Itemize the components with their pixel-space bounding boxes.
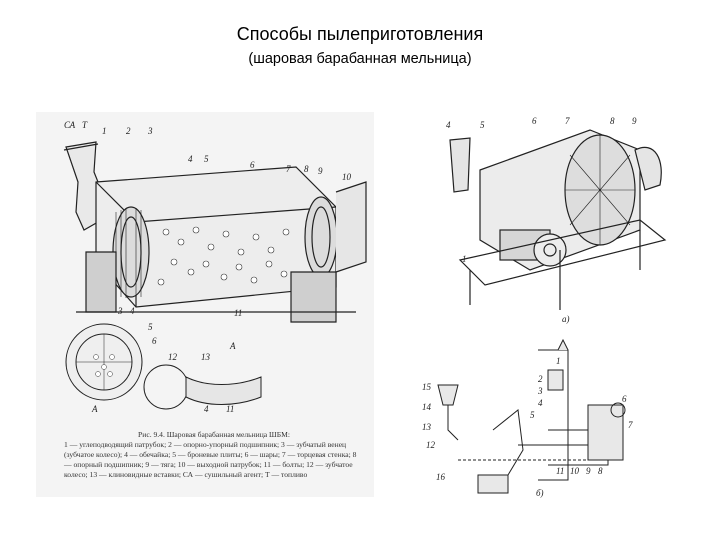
- fig-left-label: 7: [286, 164, 291, 174]
- fig-left-label: 10: [342, 172, 352, 182]
- fig-right-bottom-label: 6: [622, 394, 627, 404]
- ball-mill-cutaway-figure: СА Т 1 2 3 4 5 6 7 8 9 10 11: [36, 112, 374, 497]
- fig-left-label: 3: [117, 306, 123, 316]
- mill-assembly-drawing: 4 5 6 7 8 9 1 а): [446, 116, 667, 324]
- fig-right-bottom-label: 10: [570, 466, 580, 476]
- fig-right-bottom-label: 14: [422, 402, 432, 412]
- fig-right-bottom-sublabel: б): [536, 488, 544, 498]
- fig-left-label: 11: [234, 308, 242, 318]
- caption-legend: 1 — углеподводящий патрубок; 2 — опорно-…: [64, 440, 357, 479]
- fig-left-label: 11: [226, 404, 234, 414]
- fig-right-top-label: 5: [480, 120, 485, 130]
- fig-left-label: 8: [304, 164, 309, 174]
- fig-right-bottom-label: 15: [422, 382, 432, 392]
- fig-left-label: 5: [204, 154, 209, 164]
- fig-right-bottom-label: 8: [598, 466, 603, 476]
- fig-right-bottom-label: 1: [556, 356, 561, 366]
- fig-right-bottom-label: 4: [538, 398, 543, 408]
- fig-left-label: 4: [188, 154, 193, 164]
- fig-left-label: A: [91, 404, 98, 414]
- fig-left-label: Т: [82, 120, 88, 130]
- fig-right-top-sublabel: а): [562, 314, 570, 324]
- fig-left-label: 1: [102, 126, 107, 136]
- fig-left-label: 2: [126, 126, 131, 136]
- slide-title: Способы пылеприготовления: [236, 24, 484, 44]
- fig-right-top-label: 6: [532, 116, 537, 126]
- fig-left-label: 5: [148, 322, 153, 332]
- fig-left-label: СА: [64, 120, 76, 130]
- fig-right-bottom-label: 2: [538, 374, 543, 384]
- fig-right-bottom-label: 5: [530, 410, 535, 420]
- fig-left-label: 4: [204, 404, 209, 414]
- fig-right-top-label: 9: [632, 116, 637, 126]
- process-schematic-figure: 1 2 3 4 5 6 7 8 9 10 11 12 13 14 15 16 б…: [418, 330, 643, 505]
- fig-right-top-label: 1: [462, 254, 467, 264]
- fig-left-label: A: [229, 341, 236, 351]
- fig-right-bottom-label: 12: [426, 440, 436, 450]
- process-schematic-drawing: 1 2 3 4 5 6 7 8 9 10 11 12 13 14 15 16 б…: [422, 338, 633, 498]
- fig-left-label: 12: [168, 352, 178, 362]
- mill-assembly-figure: 4 5 6 7 8 9 1 а): [440, 110, 670, 330]
- fig-right-bottom-label: 13: [422, 422, 432, 432]
- fig-left-label: 6: [152, 336, 157, 346]
- fig-left-label: 4: [130, 306, 135, 316]
- fig-right-top-label: 7: [565, 116, 570, 126]
- fig-right-bottom-label: 7: [628, 420, 633, 430]
- fig-right-top-label: 4: [446, 120, 451, 130]
- slide-subtitle: (шаровая барабанная мельница): [248, 51, 472, 67]
- fig-right-bottom-label: 16: [436, 472, 446, 482]
- fig-left-label: 6: [250, 160, 255, 170]
- fig-left-label: 13: [201, 352, 211, 362]
- figure-caption: Рис. 9.4. Шаровая барабанная мельница ШБ…: [64, 430, 364, 480]
- caption-title: Рис. 9.4. Шаровая барабанная мельница ШБ…: [138, 430, 290, 439]
- fig-right-top-label: 8: [610, 116, 615, 126]
- fig-right-bottom-label: 9: [586, 466, 591, 476]
- fig-left-label: 9: [318, 166, 323, 176]
- fig-right-bottom-label: 11: [556, 466, 564, 476]
- ball-mill-cutaway-drawing: СА Т 1 2 3 4 5 6 7 8 9 10 11: [63, 120, 367, 414]
- fig-right-bottom-label: 3: [537, 386, 543, 396]
- fig-left-label: 3: [147, 126, 153, 136]
